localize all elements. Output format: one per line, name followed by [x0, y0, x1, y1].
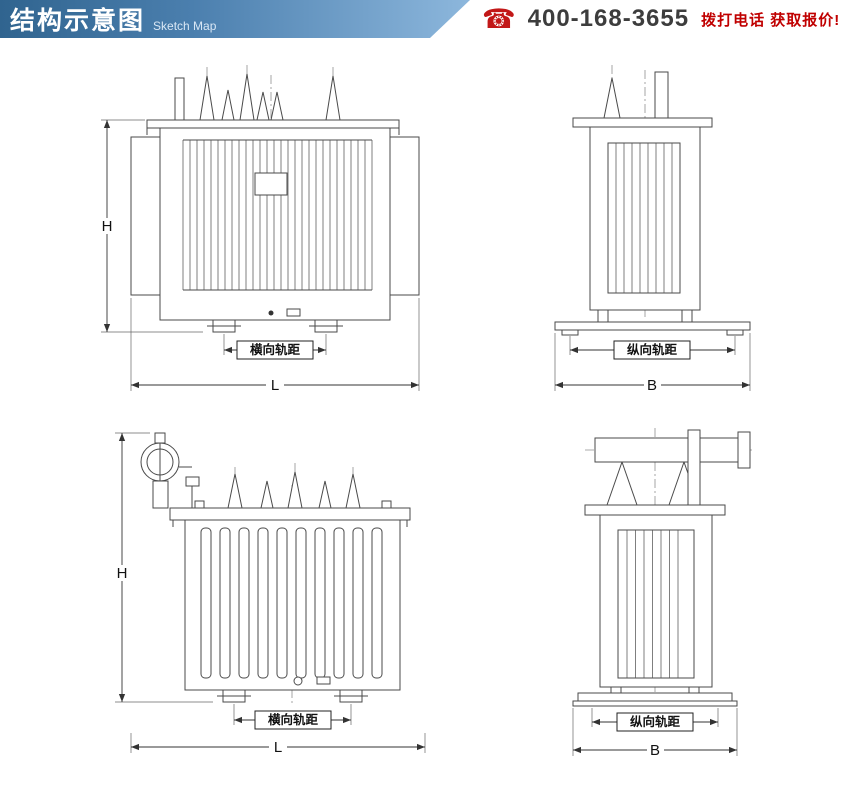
dimension-breadth: B	[572, 708, 738, 759]
conservator-tank	[140, 432, 200, 509]
bushing-icons	[174, 73, 341, 121]
breadth-label: B	[647, 377, 657, 394]
call-cta[interactable]: 拨打电话 获取报价!	[701, 11, 841, 29]
gauge-label: 纵向轨距	[630, 714, 681, 729]
tank-body	[184, 519, 401, 691]
page-subtitle: Sketch Map	[153, 19, 217, 33]
bushing-icons	[194, 471, 392, 509]
conservator-tank	[594, 429, 751, 506]
length-label: L	[271, 377, 279, 394]
base-and-wheels	[217, 676, 368, 703]
phone-icon: ☎	[482, 3, 516, 34]
dimension-gauge: 横向轨距	[223, 334, 327, 360]
gauge-label: 纵向轨距	[627, 342, 678, 357]
gauge-label: 横向轨距	[268, 712, 319, 727]
tank-body	[159, 127, 391, 321]
tank-lid	[584, 504, 726, 516]
dimension-height: H	[99, 119, 203, 333]
figure-side-view-bottom: 纵向轨距 B	[572, 428, 755, 759]
riser-pipe	[687, 429, 701, 506]
tank-body	[589, 126, 701, 311]
dimension-gauge: 横向轨距	[233, 704, 352, 730]
contact-bar: ☎ 400-168-3655 拨打电话 获取报价!	[482, 0, 840, 38]
length-label: L	[274, 739, 282, 756]
figure-side-view-top: 纵向轨距 B	[554, 65, 751, 394]
dimension-gauge: 纵向轨距	[569, 336, 736, 360]
title-banner: 结构示意图 Sketch Map	[0, 0, 470, 38]
page-header: 结构示意图 Sketch Map ☎ 400-168-3655 拨打电话 获取报…	[0, 0, 850, 38]
bushing-icons	[603, 71, 669, 119]
figure-front-view-bottom: H 横向轨距 L	[114, 432, 426, 756]
breadth-label: B	[650, 742, 660, 759]
base-and-rails	[554, 309, 751, 336]
dimension-length: L	[130, 298, 420, 394]
dimension-gauge: 纵向轨距	[591, 708, 719, 732]
dimension-height: H	[114, 432, 213, 703]
tank-lid	[572, 117, 713, 128]
gauge-label: 横向轨距	[250, 342, 301, 357]
figure-front-view-top: H 横向轨距 L	[99, 65, 420, 394]
base-and-rails	[572, 686, 738, 707]
height-label: H	[117, 565, 128, 582]
dimension-length: L	[130, 733, 426, 756]
height-label: H	[102, 218, 113, 235]
nameplate	[254, 172, 288, 196]
dimension-breadth: B	[554, 333, 751, 394]
page-title: 结构示意图	[10, 7, 146, 35]
phone-number[interactable]: 400-168-3655	[527, 5, 690, 32]
base-and-wheels	[207, 308, 343, 333]
tank-body	[599, 514, 713, 688]
